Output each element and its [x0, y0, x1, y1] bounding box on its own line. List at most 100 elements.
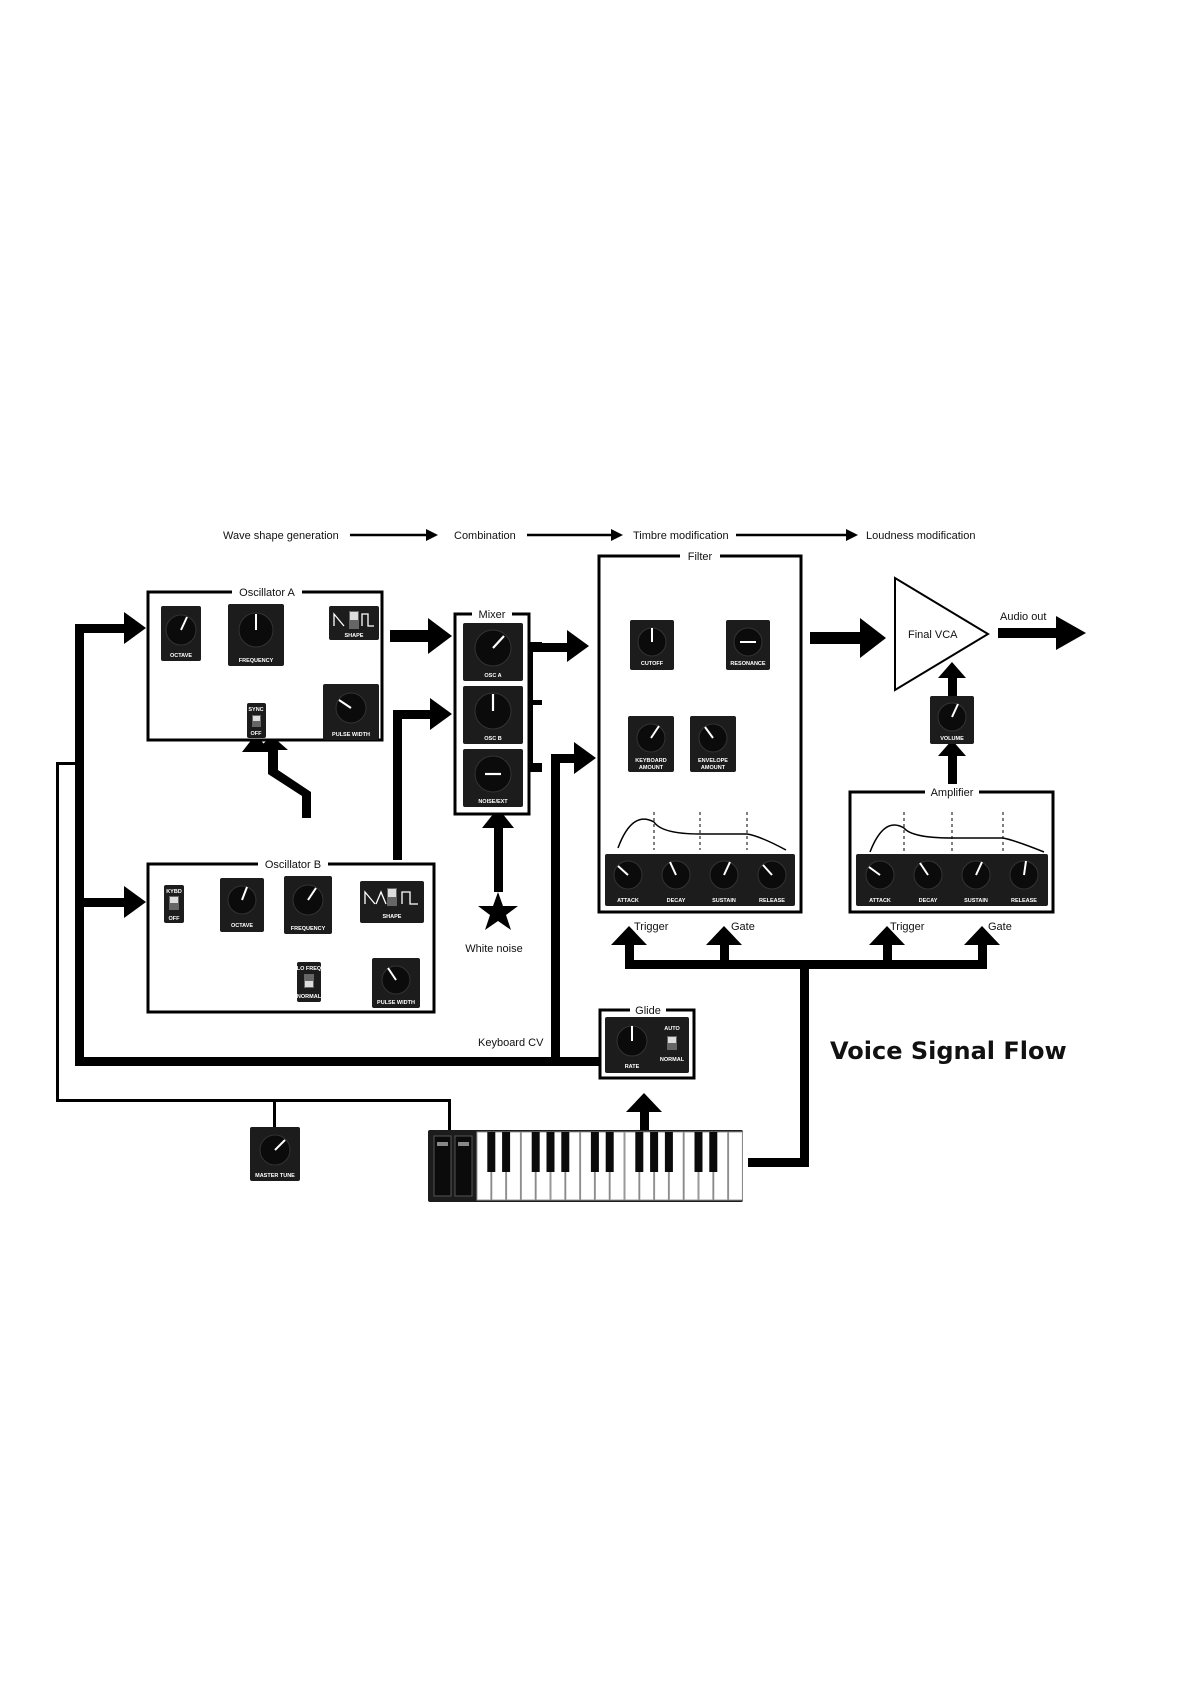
black-key[interactable]: [487, 1132, 496, 1172]
osc-a-sync-switch[interactable]: SYNC OFF: [247, 703, 266, 738]
osc-b-shape-label: SHAPE: [383, 914, 402, 920]
black-key[interactable]: [650, 1132, 659, 1172]
mixer-osc-b-knob[interactable]: OSC B: [463, 686, 523, 744]
osc-b-octave-knob[interactable]: OCTAVE: [220, 878, 264, 932]
black-key[interactable]: [561, 1132, 570, 1172]
osc-a-octave-knob[interactable]: OCTAVE: [161, 606, 201, 661]
filter-sustain-knob[interactable]: SUSTAIN: [709, 860, 739, 904]
osc-b-shape-switch[interactable]: SHAPE: [360, 881, 424, 923]
stage-loudness-label: Loudness modification: [866, 530, 975, 542]
vca-triangle: [894, 576, 990, 692]
black-key[interactable]: [709, 1132, 718, 1172]
osc-a-title: Oscillator A: [239, 587, 295, 599]
black-key[interactable]: [531, 1132, 540, 1172]
amp-decay-knob[interactable]: DECAY: [913, 860, 943, 904]
amplifier-envelope-panel: ATTACK DECAY SUSTAIN RELEASE: [856, 854, 1048, 906]
osc-b-kybd-switch[interactable]: KYBD OFF: [164, 885, 184, 923]
amplifier-envelope-curve: [869, 824, 1045, 853]
amp-sustain-label: SUSTAIN: [964, 898, 988, 904]
mixer-osc-b-label: OSC B: [484, 736, 501, 742]
filter-keyboard-amount-label: KEYBOARD: [635, 758, 667, 764]
filter-resonance-knob[interactable]: RESONANCE: [726, 620, 770, 670]
black-key[interactable]: [590, 1132, 599, 1172]
osc-a-frequency-knob[interactable]: FREQUENCY: [228, 604, 284, 666]
filter-sustain-label: SUSTAIN: [712, 898, 736, 904]
arrow-filter-to-vca: [860, 618, 886, 658]
amp-trigger-label: Trigger: [890, 921, 925, 933]
osc-b-pulse-width-knob[interactable]: PULSE WIDTH: [372, 958, 420, 1008]
amplifier-title: Amplifier: [931, 787, 974, 799]
osc-b-lo-freq-switch[interactable]: LO FREQ NORMAL: [297, 962, 322, 1002]
filter-gate-label: Gate: [731, 921, 755, 933]
filter-keyboard-amount-knob[interactable]: KEYBOARD AMOUNT: [628, 716, 674, 772]
filter-envelope-panel: ATTACK DECAY SUSTAIN RELEASE: [605, 854, 795, 906]
arrow-audio-out: [1056, 616, 1086, 650]
master-tune-knob[interactable]: MASTER TUNE: [250, 1127, 300, 1181]
osc-a-pulse-width-knob[interactable]: PULSE WIDTH: [323, 684, 379, 740]
glide-auto-switch[interactable]: AUTO NORMAL: [660, 1026, 685, 1063]
vca-title: Final VCA: [908, 629, 958, 641]
black-key[interactable]: [664, 1132, 673, 1172]
filter-decay-knob[interactable]: DECAY: [661, 860, 691, 904]
osc-a-frequency-label: FREQUENCY: [239, 658, 274, 664]
pulse-wave-icon: [361, 613, 374, 627]
sawtooth-wave-icon: [364, 890, 376, 905]
filter-release-label: RELEASE: [759, 898, 785, 904]
mixer-noise-label: NOISE/EXT: [478, 799, 508, 805]
osc-b-kybd-label: KYBD: [166, 889, 182, 895]
filter: Filter CUTOFF RESONANCE KEYBOARD AMOUNT …: [597, 549, 803, 914]
glide-normal-label: NORMAL: [660, 1057, 685, 1063]
master-tune-label: MASTER TUNE: [255, 1173, 295, 1179]
osc-a-sync-off-label: OFF: [251, 731, 263, 737]
amp-release-label: RELEASE: [1011, 898, 1037, 904]
filter-resonance-label: RESONANCE: [730, 661, 765, 667]
amp-sustain-knob[interactable]: SUSTAIN: [961, 860, 991, 904]
mixer-noise-knob[interactable]: NOISE/EXT: [463, 749, 523, 807]
black-key[interactable]: [605, 1132, 614, 1172]
black-key[interactable]: [694, 1132, 703, 1172]
arrow-noise-to-mixer: [482, 808, 514, 828]
glide-rate-knob[interactable]: RATE: [616, 1025, 648, 1070]
filter-cutoff-knob[interactable]: CUTOFF: [630, 620, 674, 670]
black-key[interactable]: [546, 1132, 555, 1172]
arrow-osc-b-to-mixer: [430, 698, 452, 730]
osc-b-title: Oscillator B: [265, 859, 321, 871]
black-key[interactable]: [635, 1132, 644, 1172]
mixer: Mixer OSC A OSC B NOISE/EXT: [453, 607, 531, 816]
amp-gate-label: Gate: [988, 921, 1012, 933]
amplifier: Amplifier ATTACK DECAY SUSTAIN: [848, 785, 1055, 914]
piano-keys[interactable]: [476, 1131, 743, 1201]
filter-envelope-amount-knob[interactable]: ENVELOPE AMOUNT: [690, 716, 736, 772]
volume-knob[interactable]: VOLUME: [930, 696, 974, 744]
osc-a-sync-label: SYNC: [248, 707, 263, 713]
filter-trigger-label: Trigger: [634, 921, 669, 933]
osc-b-octave-label: OCTAVE: [231, 923, 253, 929]
page-heading: Voice Signal Flow: [830, 1037, 1067, 1065]
arrow-keyboard-cv-into-filter: [574, 742, 596, 774]
audio-out-label: Audio out: [1000, 611, 1046, 623]
filter-release-knob[interactable]: RELEASE: [757, 860, 787, 904]
amp-attack-label: ATTACK: [869, 898, 891, 904]
filter-attack-knob[interactable]: ATTACK: [613, 860, 643, 904]
white-noise-label: White noise: [465, 943, 522, 955]
white-key[interactable]: [728, 1131, 743, 1201]
glide-rate-label: RATE: [625, 1064, 640, 1070]
mixer-osc-a-knob[interactable]: OSC A: [463, 623, 523, 681]
osc-b-frequency-label: FREQUENCY: [291, 926, 326, 932]
osc-a-shape-switch[interactable]: SHAPE: [329, 606, 379, 640]
osc-b-frequency-knob[interactable]: FREQUENCY: [284, 876, 332, 934]
filter-envelope-amount-label-2: AMOUNT: [701, 765, 726, 771]
arrow-osc-a-to-mixer: [428, 618, 452, 654]
amp-attack-knob[interactable]: ATTACK: [865, 860, 895, 904]
amp-release-knob[interactable]: RELEASE: [1009, 860, 1039, 904]
mixer-osc-a-label: OSC A: [484, 673, 501, 679]
pitch-mod-wheels[interactable]: [433, 1135, 473, 1197]
black-key[interactable]: [502, 1132, 511, 1172]
keyboard-cv-bus-bottom: [75, 1057, 600, 1066]
arrow-mixer-to-filter: [567, 630, 589, 662]
filter-cutoff-label: CUTOFF: [641, 661, 664, 667]
final-vca: Final VCA Audio out VOLUME: [894, 576, 1046, 744]
arrow-into-osc-a: [124, 612, 146, 644]
osc-a-octave-label: OCTAVE: [170, 653, 192, 659]
